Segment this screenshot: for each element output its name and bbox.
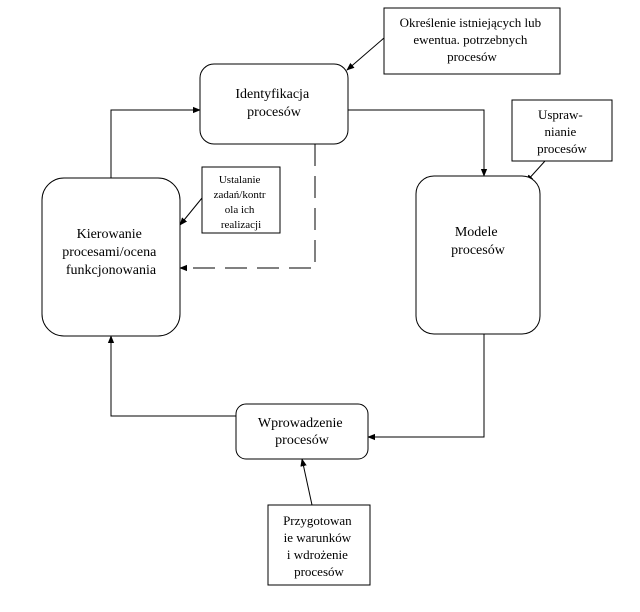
edge-identyfikacja-to-modele bbox=[348, 109, 488, 177]
edge-modele-to-wprowadzenie bbox=[367, 334, 485, 441]
node-kierowanie: Kierowanie procesami/ocena funkcjonowani… bbox=[41, 177, 181, 337]
edge-wprowadzenie-to-kierowanie bbox=[107, 335, 236, 417]
svg-text:Kierowanie procesami/oce: Kierowanie procesami/ocena funkcjonowani… bbox=[62, 227, 160, 278]
svg-text:Modele procesów: Modele procesów bbox=[451, 225, 506, 258]
svg-text:Określenie istniejących lub: Określenie istniejących lub ewentua. pot… bbox=[400, 15, 545, 64]
note-przygotowanie-line-1: Przygotowan bbox=[283, 513, 352, 528]
note-przygotowanie-line-4: procesów bbox=[294, 564, 344, 579]
edge-przygotowanie-to-wprowadzenie bbox=[300, 458, 313, 506]
node-kierowanie-line-1: Kierowanie bbox=[77, 227, 142, 242]
note-okreslenie-line-1: Określenie istniejących lub bbox=[400, 15, 542, 30]
svg-text:Ustalanie zadań/kontr: Ustalanie zadań/kontr ola ich realizacji bbox=[214, 174, 269, 231]
node-kierowanie-line-2: procesami/ocena bbox=[62, 245, 157, 260]
note-okreslenie-line-2: ewentua. potrzebnych bbox=[413, 32, 528, 47]
note-usprawnianie-line-3: procesów bbox=[537, 141, 587, 156]
note-usprawnianie: Uspraw- nianie procesów bbox=[511, 99, 613, 162]
node-wprowadzenie: Wprowadzenie procesów bbox=[235, 403, 369, 460]
note-przygotowanie-line-3: i wdrożenie bbox=[287, 547, 348, 562]
node-modele: Modele procesów bbox=[415, 175, 541, 335]
node-identyfikacja-line-1: Identyfikacja bbox=[235, 87, 310, 102]
node-wprowadzenie-line-2: procesów bbox=[275, 433, 330, 448]
note-ustalanie-line-3: ola ich bbox=[225, 204, 255, 216]
note-przygotowanie-line-2: ie warunków bbox=[284, 530, 352, 545]
note-okreslenie-line-3: procesów bbox=[447, 49, 497, 64]
node-wprowadzenie-line-1: Wprowadzenie bbox=[258, 416, 343, 431]
note-ustalanie-line-2: zadań/kontr bbox=[214, 189, 266, 201]
node-modele-line-2: procesów bbox=[451, 243, 506, 258]
note-usprawnianie-line-2: nianie bbox=[544, 124, 576, 139]
note-ustalanie-line-4: realizacji bbox=[221, 219, 261, 231]
edge-identyfikacja-feedback-dashed bbox=[179, 144, 316, 272]
svg-text:Identyfikacja procesów: Identyfikacja procesów bbox=[235, 87, 312, 120]
svg-text:Przygotowan ie warunków: Przygotowan ie warunków i wdrożenie proc… bbox=[283, 513, 355, 579]
svg-text:Uspraw- nianie pro: Uspraw- nianie procesów bbox=[537, 107, 587, 156]
svg-text:Wprowadzenie procesów: Wprowadzenie procesów bbox=[258, 416, 346, 448]
note-usprawnianie-line-1: Uspraw- bbox=[538, 107, 583, 122]
node-modele-line-1: Modele bbox=[455, 225, 498, 240]
node-identyfikacja: Identyfikacja procesów bbox=[199, 63, 349, 145]
note-ustalanie: Ustalanie zadań/kontr ola ich realizacji bbox=[201, 166, 281, 234]
edge-ustalanie-to-kierowanie bbox=[179, 197, 203, 226]
note-przygotowanie: Przygotowan ie warunków i wdrożenie proc… bbox=[267, 504, 371, 586]
note-okreslenie: Określenie istniejących lub ewentua. pot… bbox=[383, 7, 561, 75]
edge-okreslenie-to-identyfikacja bbox=[346, 37, 385, 71]
node-kierowanie-line-3: funkcjonowania bbox=[66, 263, 157, 278]
note-ustalanie-line-1: Ustalanie bbox=[219, 174, 261, 186]
edge-kierowanie-to-identyfikacja bbox=[110, 106, 201, 178]
node-identyfikacja-line-2: procesów bbox=[247, 105, 302, 120]
